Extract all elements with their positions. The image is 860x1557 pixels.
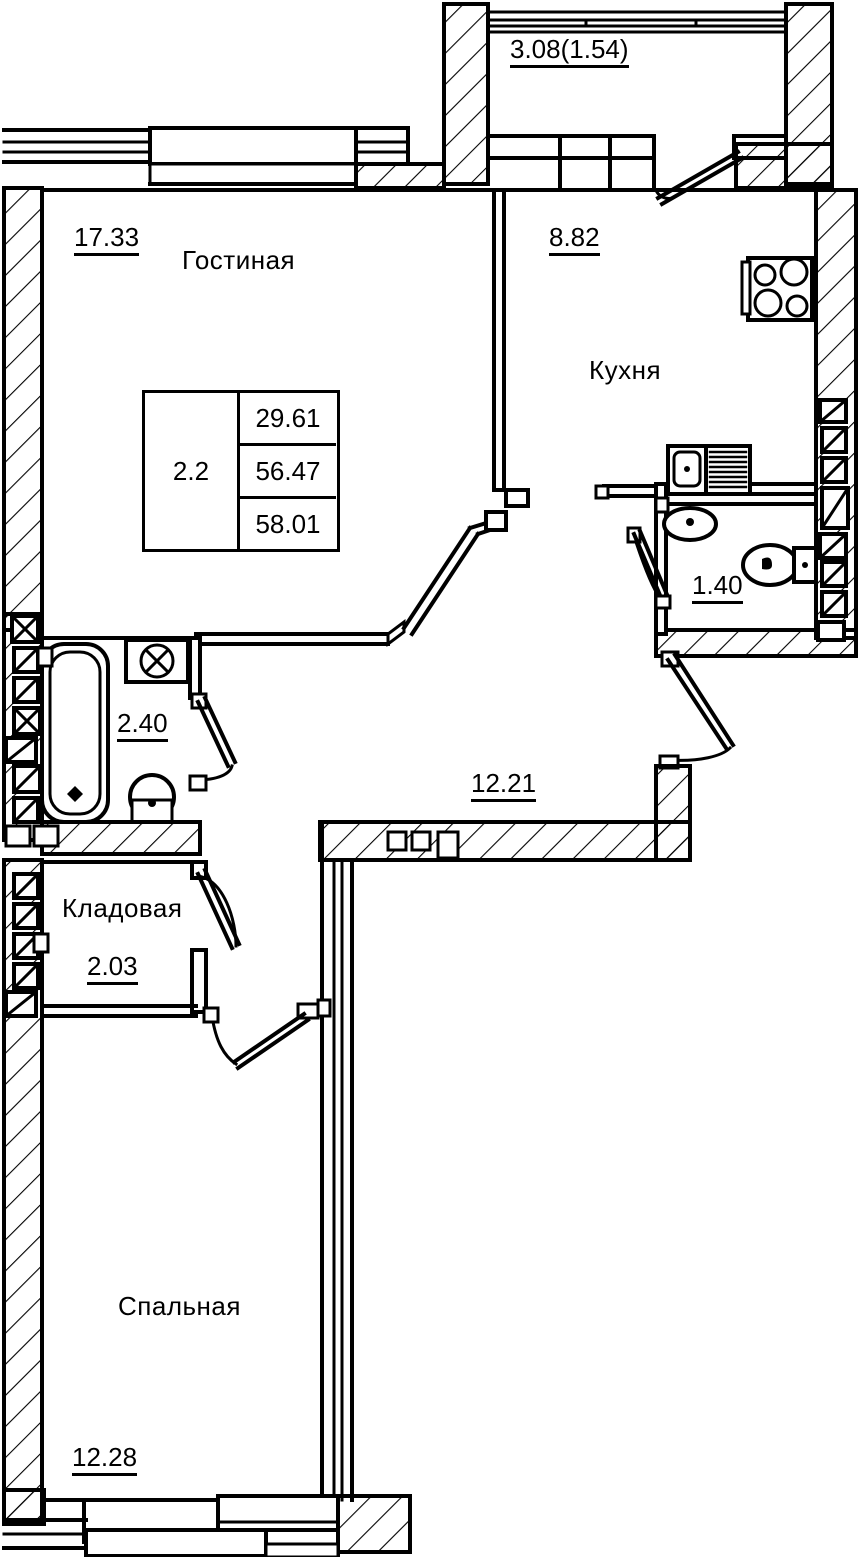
summary-areas: 29.61 56.47 58.01 xyxy=(240,393,336,549)
kitchen-fixtures xyxy=(666,256,814,496)
room-label-bedroom: Спальная xyxy=(118,1291,241,1321)
area-balcony: 3.08(1.54) xyxy=(510,35,629,69)
area-pantry: 2.03 xyxy=(87,952,138,986)
bathroom xyxy=(40,636,238,856)
area-hall: 12.21 xyxy=(471,769,537,803)
wc-fixtures xyxy=(626,496,818,610)
room-label-pantry: Кладовая xyxy=(62,893,183,923)
area-bathroom: 2.40 xyxy=(117,709,168,743)
pantry xyxy=(40,860,242,1018)
hall-south-wall xyxy=(318,820,692,862)
area-living: 17.33 xyxy=(74,223,140,257)
summary-table: 2.2 29.61 56.47 58.01 xyxy=(142,390,340,552)
summary-area-without-balcony: 56.47 xyxy=(240,446,336,499)
area-bedroom: 12.28 xyxy=(72,1443,138,1477)
summary-total-area: 58.01 xyxy=(255,508,321,539)
top-window-band xyxy=(2,126,446,190)
left-wall-vent-shafts-lower xyxy=(3,871,50,1019)
summary-rooms-count: 2.2 xyxy=(145,393,240,549)
bottom-window-band xyxy=(2,1488,412,1557)
area-wc: 1.40 xyxy=(692,571,743,605)
area-kitchen: 8.82 xyxy=(549,223,600,257)
balcony-door xyxy=(608,134,745,207)
summary-living-area: 29.61 xyxy=(240,393,336,446)
left-wall-vent-shafts-upper xyxy=(3,613,60,848)
room-label-kitchen: Кухня xyxy=(589,355,662,385)
bedroom-door xyxy=(202,1002,320,1071)
room-label-living: Гостиная xyxy=(182,245,296,275)
bedroom-east-partition xyxy=(316,858,354,1502)
right-wall-vent-shafts xyxy=(816,397,851,642)
